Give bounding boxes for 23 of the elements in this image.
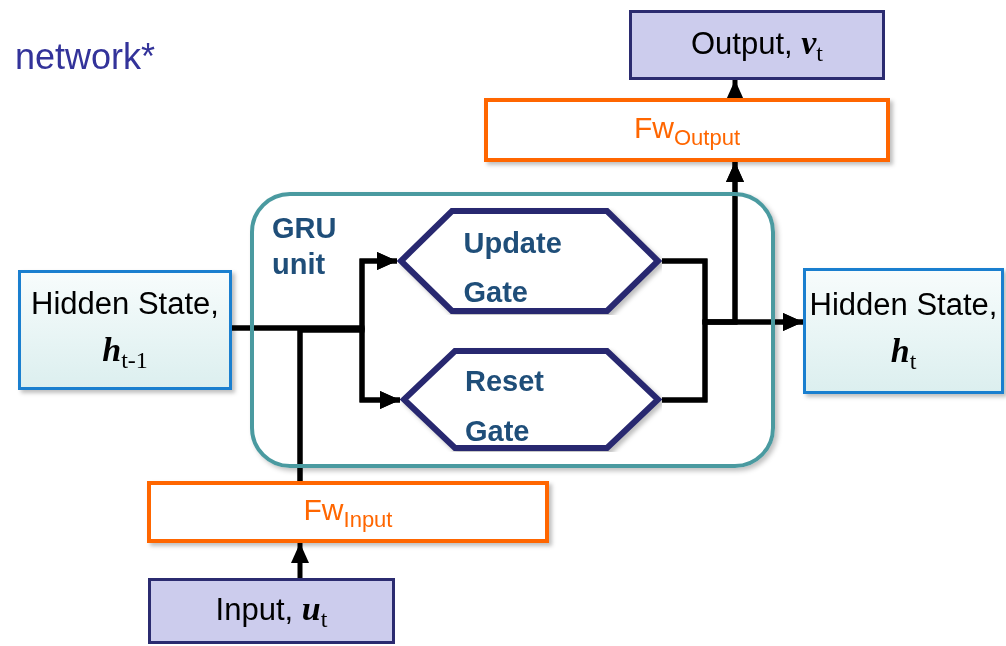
node-label: Output, v$_{t}$ xyxy=(690,23,824,69)
unit-container xyxy=(250,192,775,468)
gate-hexagon xyxy=(400,347,662,452)
arrow xyxy=(726,80,744,100)
arrow xyxy=(297,327,400,481)
weight-box xyxy=(147,481,549,543)
gate-hexagon xyxy=(397,207,662,315)
node-label: Input, u$_{t}$ xyxy=(215,589,328,635)
weight-box xyxy=(484,98,890,162)
node-label: Hidden State, h$_{t}$ xyxy=(808,286,999,376)
node-label: Reset Gate xyxy=(465,364,545,449)
arrow xyxy=(662,162,744,403)
vector-box xyxy=(629,10,885,80)
vector-box xyxy=(148,578,395,644)
node-label: Fw$_{Output}$ xyxy=(633,109,740,152)
arrow xyxy=(291,543,309,578)
node-label: Fw$_{Input}$ xyxy=(303,491,393,534)
state-box xyxy=(18,270,232,390)
node-label: Update Gate xyxy=(463,225,563,310)
node-label: Hidden State, h$_{t-1}$ xyxy=(30,285,220,375)
node-label: GRU unit xyxy=(272,211,338,283)
state-box xyxy=(803,268,1004,394)
caption-text: network* xyxy=(15,36,156,78)
